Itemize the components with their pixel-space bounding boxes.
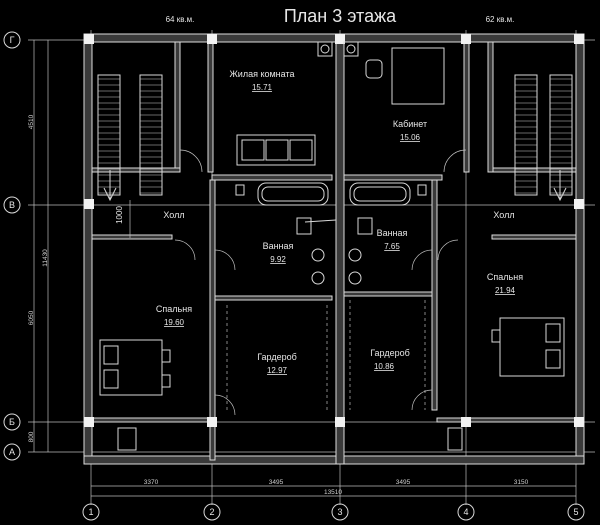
room-area-living: 15.71 [252,83,273,92]
axis-label-a: А [9,447,15,457]
room-area-bath-left: 9.92 [270,255,286,264]
room-name-bedroom-right: Спальня [487,272,523,282]
axis-label-g: Г [10,35,15,45]
dimension-1-2: 3370 [144,479,159,486]
sofa [236,134,316,166]
room-name-office: Кабинет [393,119,427,129]
room-name-wardrobe-right: Гардероб [370,348,410,358]
room-area-bedroom-right: 21.94 [495,286,516,295]
room-name-bedroom-left: Спальня [156,304,192,314]
axis-label-3: 3 [337,507,342,517]
stairs-right [514,74,573,202]
room-area-bedroom-left: 19.60 [164,318,185,327]
axis-label-2: 2 [209,507,214,517]
room-labels: Жилая комната 15.71 Кабинет 15.06 Холл Х… [156,69,523,375]
dimension-left-1: 4510 [28,114,35,129]
dimension-total: 13510 [324,489,342,496]
room-area-office: 15.06 [400,133,421,142]
bottom-dimensions: 3370 3495 3495 3150 13510 [91,479,576,497]
room-name-hall-right: Холл [493,210,514,220]
stairs-left [97,74,163,202]
dimension-left-3: 6050 [28,310,35,325]
axis-label-4: 4 [463,507,468,517]
room-name-bath-right: Ванная [377,228,408,238]
axis-label-v: В [9,200,15,210]
dimension-3-4: 3495 [396,479,411,486]
door-swings [174,149,467,416]
left-dimensions: 4510 11430 6050 800 [28,40,49,452]
bed-right [491,317,565,377]
vent-shafts [317,41,359,57]
sanitary-fixtures [296,217,373,285]
room-name-bath-left: Ванная [263,241,294,251]
room-area-wardrobe-left: 12.97 [267,366,288,375]
axis-label-b: Б [9,417,15,427]
outer-walls [83,33,585,465]
room-area-wardrobe-right: 10.86 [374,362,395,371]
dimension-2-3: 3495 [269,479,284,486]
room-name-living: Жилая комната [229,69,294,79]
room-name-wardrobe-left: Гардероб [257,352,297,362]
interior-partitions [91,41,577,461]
plan-title: План 3 этажа [284,6,397,26]
dimension-4-5: 3150 [514,479,529,486]
balcony-fixtures [117,427,463,451]
dimension-left-4: 800 [28,431,35,442]
axis-label-5: 5 [573,507,578,517]
right-apartment-area: 62 кв.м. [486,15,515,24]
columns [84,34,584,427]
axis-grid [28,30,595,505]
axis-bubbles-vertical: Г В Б А [3,31,21,461]
left-apartment-area: 64 кв.м. [166,15,195,24]
dimension-left-2: 11430 [42,249,49,267]
bathtubs [235,182,427,206]
axis-label-1: 1 [88,507,93,517]
room-area-bath-right: 7.65 [384,242,400,251]
axis-bubbles-horizontal: 1 2 3 4 5 [82,503,585,521]
desk [365,47,445,105]
room-name-hall-left: Холл [163,210,184,220]
stair-dimension: 1000 [115,206,124,224]
wardrobe-rails [226,300,426,410]
bed-left [99,339,171,396]
